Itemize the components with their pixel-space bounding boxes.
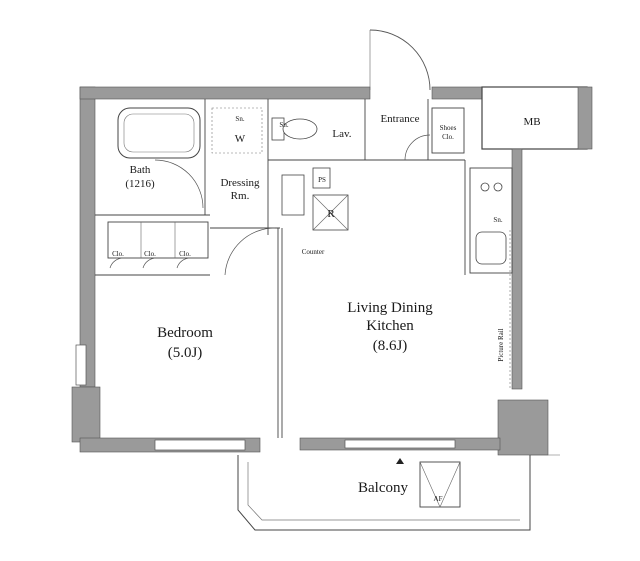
label-picture-rail: Picture Rail: [497, 328, 505, 361]
label-balcony: Balcony: [358, 480, 408, 496]
label-clo-2: Clo.: [144, 250, 156, 258]
label-clo-1: Clo.: [112, 250, 124, 258]
label-shoes-clo: Clo.: [442, 133, 454, 141]
label-dressing-rm: Rm.: [231, 190, 250, 202]
washer-space: [211, 107, 263, 154]
label-ldk: Living Dining: [347, 300, 433, 316]
orientation-arrow-icon: [396, 458, 404, 464]
stove-icon: [480, 182, 490, 192]
mb-wall: [577, 86, 593, 150]
label-refrigerator: R: [327, 208, 335, 220]
left-column: [71, 386, 101, 443]
label-ps: PS: [318, 176, 326, 184]
left-wall: [79, 86, 96, 388]
left-window: [75, 344, 87, 386]
kitchen-counter: [469, 167, 513, 274]
ldk-window: [344, 439, 456, 449]
right-column: [497, 399, 549, 456]
label-clo-3: Clo.: [179, 250, 191, 258]
shoes-closet: [431, 107, 465, 154]
label-bath: Bath: [130, 164, 151, 176]
label-bedroom: Bedroom: [157, 325, 213, 341]
label-bath-size: (1216): [125, 178, 155, 190]
label-counter: Counter: [302, 248, 325, 256]
top-wall-right: [431, 86, 483, 100]
bathtub: [117, 107, 201, 159]
label-entrance: Entrance: [380, 113, 419, 125]
label-bedroom-size: (5.0J): [168, 345, 203, 361]
bedroom-window: [154, 439, 246, 451]
top-wall-left: [79, 86, 371, 100]
label-shoes: Shoes: [440, 124, 457, 132]
label-ldk-kitchen: Kitchen: [366, 318, 414, 334]
kitchen-sink-icon: [475, 231, 507, 265]
right-wall: [511, 148, 523, 390]
label-af: AF: [434, 495, 443, 503]
mb-closet: [481, 86, 588, 150]
label-sn-1: Sn.: [235, 115, 244, 123]
label-dressing: Dressing: [220, 177, 260, 189]
label-washer: W: [235, 133, 246, 145]
toilet-icon: [282, 118, 318, 140]
closet-block: [107, 221, 209, 259]
label-mb: MB: [523, 116, 540, 128]
label-sn-3: Sn.: [493, 216, 502, 224]
label-ldk-size: (8.6J): [373, 338, 408, 354]
ac-unit-space: [419, 461, 461, 508]
label-sn-2: Sn.: [279, 121, 288, 129]
label-lav: Lav.: [332, 128, 351, 140]
